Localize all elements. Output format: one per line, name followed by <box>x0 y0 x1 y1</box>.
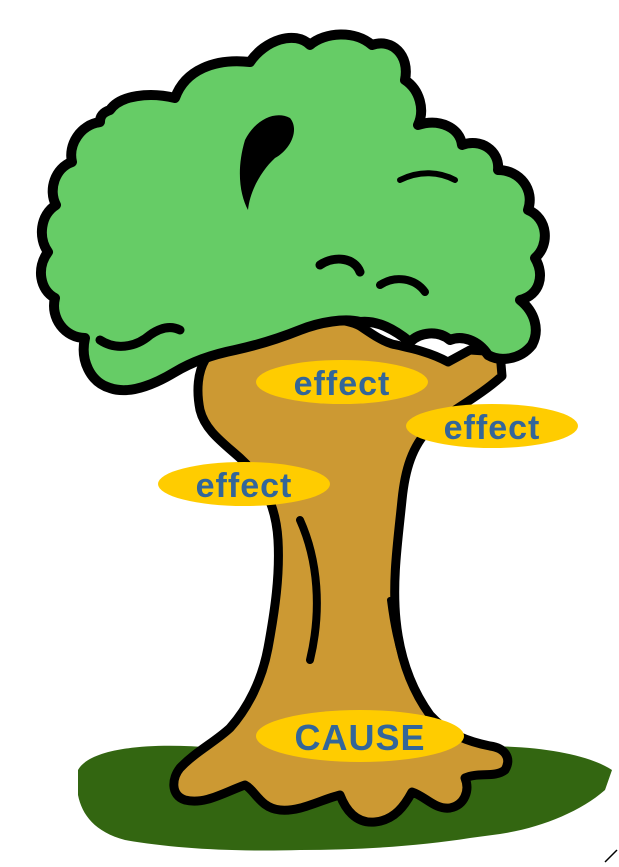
effect-label-text: effect <box>294 365 391 403</box>
cause-label-text: CAUSE <box>294 717 425 758</box>
effect-label-text: effect <box>444 409 541 447</box>
effect-label-left: effect <box>158 462 330 506</box>
effect-label-upper: effect <box>256 360 428 404</box>
effect-label-text: effect <box>196 467 293 505</box>
effect-label-right: effect <box>406 404 578 448</box>
cause-label: CAUSE <box>256 710 464 762</box>
tree-canopy <box>41 34 545 390</box>
corner-mark <box>605 850 617 862</box>
